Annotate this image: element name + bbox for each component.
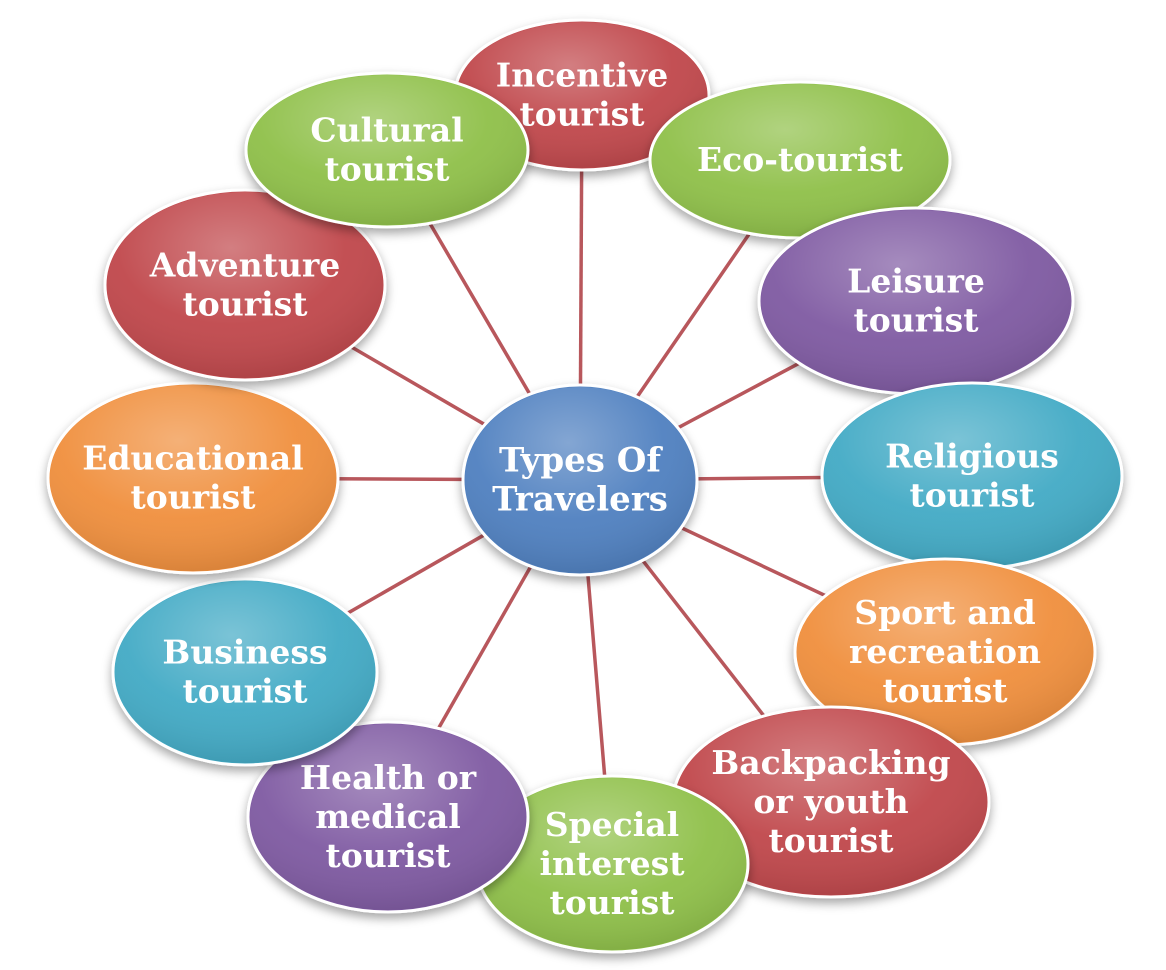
- node-label-line: tourist: [131, 478, 257, 517]
- node-label-line: Business: [162, 633, 327, 672]
- node-eco: Eco-tourist: [648, 80, 952, 240]
- node-leisure-gloss: [761, 210, 1071, 392]
- node-label-line: Religious: [885, 437, 1059, 476]
- node-business-gloss: [115, 581, 375, 763]
- node-label-line: medical: [315, 797, 461, 836]
- node-label-line: tourist: [769, 821, 895, 860]
- node-label-line: Cultural: [310, 111, 463, 150]
- node-health-gloss: [250, 724, 526, 910]
- node-label-line: Health or: [300, 758, 477, 797]
- node-label-line: tourist: [183, 672, 309, 711]
- node-educational-gloss: [50, 385, 336, 571]
- node-label-line: Incentive: [496, 56, 668, 95]
- node-label-line: Leisure: [847, 262, 985, 301]
- node-label-line: tourist: [520, 95, 646, 134]
- node-adventure-gloss: [107, 192, 383, 378]
- node-label-line: Backpacking: [711, 743, 950, 782]
- node-label-line: tourist: [325, 150, 451, 189]
- node-label-line: tourist: [883, 671, 1009, 710]
- node-label-line: recreation: [849, 632, 1041, 671]
- node-group: IncentivetouristEco-touristLeisuretouris…: [46, 18, 1124, 954]
- node-label-line: Special: [545, 805, 679, 844]
- node-label-line: Adventure: [149, 246, 340, 285]
- node-label-line: Sport and: [854, 593, 1035, 632]
- node-label-line: Types Of: [499, 441, 663, 481]
- node-label-line: Educational: [82, 439, 303, 478]
- node-label-line: tourist: [183, 285, 309, 324]
- center-node-gloss: [465, 387, 695, 573]
- node-label-line: Eco-tourist: [697, 140, 904, 179]
- node-label-line: tourist: [326, 836, 452, 875]
- node-sport-gloss: [797, 561, 1093, 743]
- node-cultural-gloss: [248, 75, 526, 225]
- node-label-line: tourist: [550, 883, 676, 922]
- node-label-line: tourist: [854, 301, 980, 340]
- node-label-line: interest: [540, 844, 686, 883]
- node-label-line: tourist: [910, 476, 1036, 515]
- node-eco-gloss: [652, 84, 948, 236]
- node-special-interest-gloss: [478, 778, 746, 950]
- node-religious-gloss: [824, 385, 1120, 567]
- node-backpacking-gloss: [675, 709, 987, 895]
- node-label-line: or youth: [753, 782, 908, 821]
- node-label-line: Travelers: [492, 480, 668, 520]
